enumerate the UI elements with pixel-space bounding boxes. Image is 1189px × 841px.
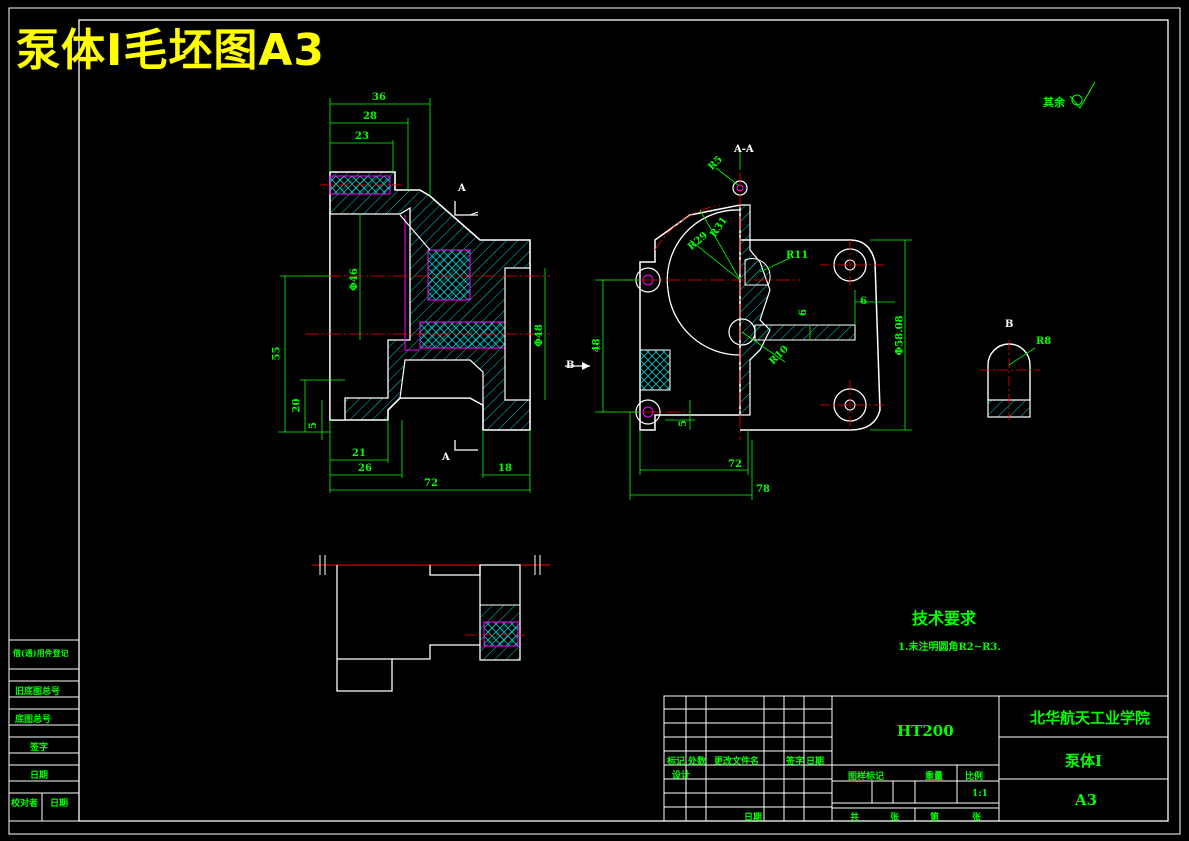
detail-view-b (980, 340, 1040, 420)
section-mark-a-top: A (458, 183, 466, 194)
dim-78: 78 (756, 484, 770, 495)
section-mark-a-bottom: A (442, 452, 450, 463)
part-name: 泵体I (1065, 752, 1103, 770)
section-dimensions (595, 239, 912, 500)
tb-change-doc: 更改文件名 (714, 757, 760, 767)
sheet-size: A3 (1075, 791, 1098, 809)
tb-date2: 日期 (744, 813, 763, 823)
dim-23: 23 (355, 131, 369, 142)
side-row-4: 签字 (30, 743, 49, 753)
surface-note: 其余 (1043, 96, 1065, 109)
tb-sheet-word2: 张 (972, 813, 982, 823)
dim-r11: R11 (786, 250, 809, 261)
detail-b-label: B (1005, 319, 1014, 330)
side-row-2: 旧底图总号 (15, 687, 61, 697)
scale-value: 1:1 (972, 789, 988, 799)
drawing-title: 泵体I毛坯图A3 (16, 25, 326, 76)
tb-date: 日期 (806, 757, 825, 767)
tb-ratio: 比例 (965, 772, 984, 782)
dim-18: 18 (498, 463, 512, 474)
side-row-3: 底图总号 (15, 715, 52, 725)
material: HT200 (897, 722, 954, 740)
side-row-5: 日期 (30, 771, 49, 781)
dim-20: 20 (291, 398, 303, 413)
section-title-aa: A-A (734, 144, 754, 155)
tech-req-heading: 技术要求 (912, 609, 977, 628)
dim-36: 36 (372, 92, 386, 103)
side-table (8, 639, 80, 822)
dim-r8: R8 (1036, 336, 1052, 347)
dim-phi48: Φ48 (533, 324, 545, 347)
dim-5: 5 (307, 422, 319, 429)
tb-sign: 签字 (786, 757, 805, 767)
dim-72-section: 72 (728, 459, 742, 470)
inner-frame (78, 19, 1169, 822)
dim-phi46: Φ46 (348, 268, 360, 291)
tb-mark: 标记 (667, 757, 686, 767)
tb-weight: 重量 (925, 772, 944, 782)
side-row-6b: 日期 (50, 799, 69, 809)
tb-sheet-word: 张 (890, 813, 900, 823)
section-view (600, 150, 885, 440)
dim-28: 28 (363, 111, 377, 122)
tb-qty: 处数 (688, 757, 707, 767)
dim-5-section: 5 (677, 420, 689, 427)
dim-55: 55 (271, 346, 283, 361)
front-view (305, 171, 590, 451)
surface-finish-symbol (1069, 81, 1096, 109)
front-dimensions (278, 98, 546, 493)
title-block (663, 695, 1169, 822)
dim-48: 48 (591, 338, 603, 353)
tech-req-item-1: 1.未注明圆角R2~R3. (898, 642, 1001, 653)
tb-nth: 第 (930, 813, 940, 823)
side-row-1: 借(通)用件登记 (13, 648, 69, 658)
view-mark-b: B (566, 360, 575, 371)
dim-6-horizontal: 6 (860, 296, 867, 307)
tb-design: 设计 (672, 771, 691, 781)
tb-total: 共 (850, 813, 860, 823)
tb-stage-mark: 图样标记 (848, 772, 885, 782)
side-row-6a: 校对者 (11, 799, 39, 809)
dim-6-vertical: 6 (797, 309, 809, 316)
partial-view (312, 555, 550, 692)
dim-phi58: Φ58.08 (894, 315, 906, 356)
dim-26: 26 (358, 463, 372, 474)
dim-72: 72 (424, 478, 438, 489)
outer-frame (8, 7, 1181, 835)
school-name: 北华航天工业学院 (1030, 709, 1151, 727)
dim-21: 21 (352, 448, 366, 459)
